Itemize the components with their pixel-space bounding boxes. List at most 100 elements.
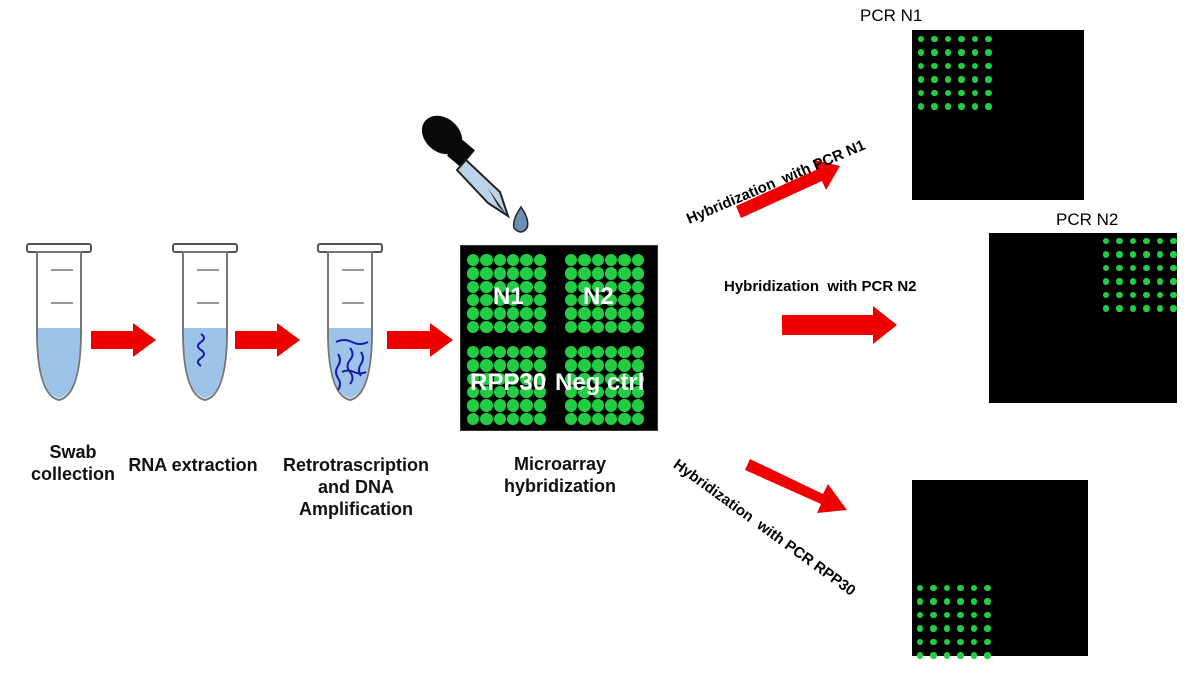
result-spot [944, 62, 952, 70]
microarray-spot [618, 359, 631, 372]
quadrant-label-n2: N2 [583, 283, 614, 310]
result-panel-n1 [912, 30, 1084, 200]
result-spot [984, 638, 991, 646]
microarray-spot [480, 267, 493, 280]
microarray-spot [591, 385, 605, 399]
result-spot [917, 76, 925, 83]
microarray-spot [604, 307, 618, 320]
result-spot [1170, 305, 1177, 312]
microarray-spot [480, 385, 493, 399]
microarray-spot [604, 320, 618, 334]
microarray-spot [520, 385, 533, 399]
microarray-spot [480, 412, 493, 426]
result-spot [1143, 251, 1150, 258]
result-spot [1143, 291, 1150, 299]
microarray-spot [506, 345, 520, 359]
microarray-spot [578, 412, 591, 426]
result-spot [1129, 264, 1137, 272]
result-spot [970, 638, 978, 646]
result-spot [985, 76, 992, 83]
microarray-spot [533, 345, 547, 359]
result-spot [958, 49, 965, 56]
microarray-spot [578, 372, 591, 386]
result-spot [930, 598, 937, 605]
microarray-spot [578, 385, 591, 399]
step-label-line: Microarray [513, 454, 607, 474]
dropper-icon [421, 115, 529, 233]
microarray-spot [564, 345, 578, 359]
microarray-spot [578, 307, 591, 320]
result-spot [1129, 278, 1137, 285]
result-spot [958, 35, 965, 43]
step-label-swab: Swab collection [28, 441, 118, 485]
result-spot [917, 89, 925, 97]
microarray-spot [533, 385, 547, 399]
microarray-spot [493, 359, 507, 372]
result-spot [1170, 264, 1177, 272]
result-spot [944, 76, 952, 83]
microarray-spot [578, 267, 591, 280]
microarray-spot [506, 320, 520, 334]
microarray-spot [493, 412, 507, 426]
microarray-spot [506, 399, 520, 412]
microarray-spot [480, 293, 493, 307]
microarray-spot [591, 280, 605, 294]
microarray-spot [591, 345, 605, 359]
result-spot [917, 103, 925, 110]
result-spot [930, 638, 937, 646]
result-spot [985, 49, 992, 56]
result-spot [930, 611, 937, 619]
microarray-spot [533, 320, 547, 334]
result-spot [917, 62, 925, 70]
microarray-spot [466, 253, 480, 267]
result-spot [1156, 237, 1164, 245]
microarray-spot [466, 345, 480, 359]
result-spot [930, 584, 937, 592]
result-spot [1156, 264, 1164, 272]
microarray-spot [480, 280, 493, 294]
step-label-microarray: Microarray hybridization [490, 453, 630, 497]
result-spot [930, 652, 937, 659]
microarray-spot [564, 307, 578, 320]
result-spot [1156, 305, 1164, 312]
result-panel-n2 [989, 233, 1177, 403]
microarray-spot [604, 267, 618, 280]
result-spot [957, 638, 964, 646]
microarray-spot [564, 359, 578, 372]
microarray-spot [578, 293, 591, 307]
microarray-spot [466, 293, 480, 307]
tube-rna-icon [172, 243, 238, 402]
result-spot [970, 584, 978, 592]
microarray-spot [533, 412, 547, 426]
microarray-spot [618, 280, 631, 294]
microarray-spot [631, 320, 645, 334]
result-spot [917, 35, 925, 43]
result-spot [1116, 264, 1123, 272]
microarray-spot [493, 307, 507, 320]
microarray-spot [506, 359, 520, 372]
result-spot [984, 625, 991, 632]
microarray-spot [631, 280, 645, 294]
microarray-spot [618, 399, 631, 412]
dna-strands-icon [335, 339, 369, 391]
microarray-spot [578, 345, 591, 359]
microarray-spot [618, 412, 631, 426]
microarray-spot [631, 372, 645, 386]
result-title-n2: PCR N2 [1056, 210, 1119, 229]
microarray-spot [564, 399, 578, 412]
microarray-spot [591, 253, 605, 267]
microarray-spot [466, 372, 480, 386]
result-spot [1170, 251, 1177, 258]
result-spot [984, 584, 991, 592]
microarray-spot [506, 372, 520, 386]
result-title-n1: PCR N1 [860, 6, 923, 25]
microarray-spot [493, 320, 507, 334]
result-spot [916, 638, 924, 646]
arrow-right-icon [782, 306, 897, 344]
microarray-spot [618, 320, 631, 334]
result-spot [1102, 305, 1110, 312]
microarray-spot [533, 267, 547, 280]
microarray-spot [618, 253, 631, 267]
result-spot [970, 611, 978, 619]
step-label-line: Amplification [298, 499, 413, 519]
